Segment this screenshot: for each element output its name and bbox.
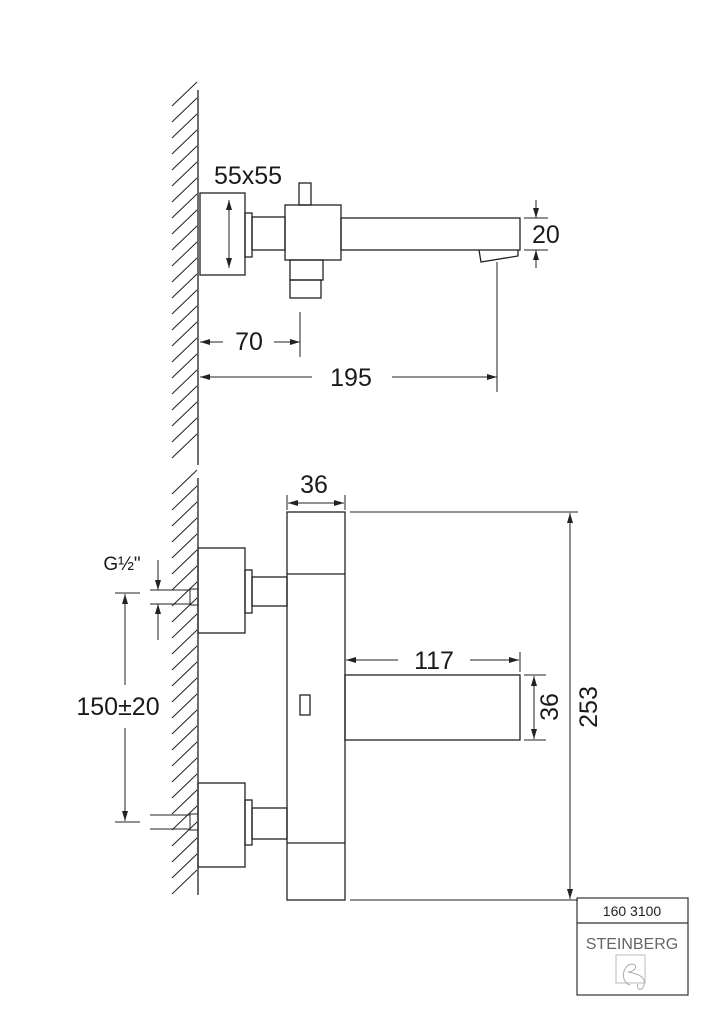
- hatch-line: [171, 161, 198, 187]
- hatch-line: [171, 597, 198, 623]
- top-view-mixer: [199, 182, 521, 299]
- spout-height-front-label: 36: [536, 693, 564, 721]
- hatch-line: [171, 645, 198, 671]
- dim-total-height: [350, 511, 578, 901]
- dim-spout-height-top: [524, 200, 548, 268]
- dim-inlet-spacing: [115, 592, 140, 823]
- article-number: 160 3100: [603, 903, 662, 919]
- hatch-line: [171, 209, 198, 235]
- dim-spout-projection: [200, 262, 498, 392]
- diverter-body: [284, 204, 342, 261]
- hatch-line: [171, 305, 198, 331]
- body-width-label: 36: [300, 471, 328, 499]
- hatch-line: [171, 485, 198, 511]
- dim-spout-length: [346, 652, 521, 672]
- hatch-line: [171, 533, 198, 559]
- hatch-line: [171, 225, 198, 251]
- hatch-line: [171, 837, 198, 863]
- hatch-line: [171, 193, 198, 219]
- hatch-line: [171, 501, 198, 527]
- hatch-line: [171, 821, 198, 847]
- hatch-line: [171, 805, 198, 831]
- spout: [340, 217, 521, 251]
- hatch-line: [171, 321, 198, 347]
- thermostat-body: [286, 511, 346, 901]
- spout-projection-label: 195: [330, 364, 372, 392]
- hatch-line: [171, 565, 198, 591]
- total-height-label: 253: [575, 686, 603, 728]
- hatch-line: [171, 773, 198, 799]
- hatch-line: [171, 789, 198, 815]
- hatch-line: [171, 549, 198, 575]
- hatch-line: [171, 81, 198, 107]
- hatch-line: [171, 417, 198, 443]
- escutcheon: [199, 192, 246, 276]
- dim-diverter-offset: [200, 312, 301, 357]
- hatch-line: [171, 613, 198, 639]
- hatch-line: [171, 741, 198, 767]
- hatch-line: [171, 337, 198, 363]
- flange-size-label: 55x55: [214, 162, 282, 190]
- hatch-line: [171, 177, 198, 203]
- hatch-line: [171, 693, 198, 719]
- brand-logo-icon: [615, 954, 646, 990]
- diverter-offset-label: 70: [235, 328, 263, 356]
- front-view-mixer: [150, 511, 521, 901]
- hatch-line: [171, 273, 198, 299]
- hatch-line: [171, 581, 198, 607]
- hatch-line: [171, 677, 198, 703]
- wall-top: [171, 81, 199, 465]
- dim-body-width: [286, 495, 346, 510]
- hatch-line: [171, 129, 198, 155]
- hatch-line: [171, 385, 198, 411]
- thread-label: G½": [103, 554, 140, 575]
- hatch-line: [171, 517, 198, 543]
- dim-spout-height-front: [524, 674, 546, 741]
- hatch-line: [171, 401, 198, 427]
- hatch-line: [171, 725, 198, 751]
- title-block: 160 3100 STEINBERG: [576, 897, 689, 996]
- hatch-line: [171, 629, 198, 655]
- hatch-line: [171, 757, 198, 783]
- indicator-window: [299, 694, 311, 716]
- hatch-line: [171, 369, 198, 395]
- diverter-knob: [298, 182, 312, 206]
- hatch-line: [171, 145, 198, 171]
- inlet-spacing-label: 150±20: [76, 693, 159, 721]
- spout-front: [344, 674, 521, 741]
- wall-bottom: [171, 469, 199, 895]
- hatch-line: [171, 353, 198, 379]
- spout-length-label: 117: [414, 647, 454, 675]
- hatch-line: [171, 661, 198, 687]
- hatch-line: [171, 433, 198, 459]
- hatch-line: [171, 257, 198, 283]
- hatch-line: [171, 869, 198, 895]
- hatch-line: [171, 853, 198, 879]
- hatch-line: [171, 709, 198, 735]
- spout-height-label: 20: [532, 221, 560, 249]
- hatch-line: [171, 241, 198, 267]
- brand-name: STEINBERG: [586, 936, 678, 953]
- hatch-line: [171, 97, 198, 123]
- hatch-line: [171, 469, 198, 495]
- hatch-line: [171, 289, 198, 315]
- hatch-line: [171, 113, 198, 139]
